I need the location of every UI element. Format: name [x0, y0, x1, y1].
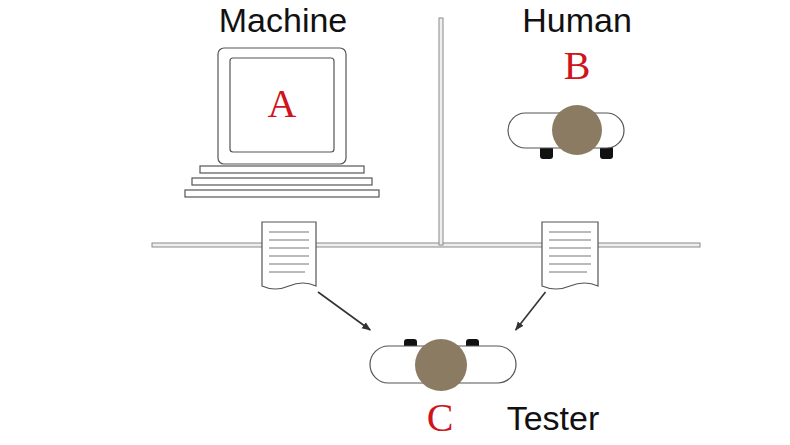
wall	[152, 243, 700, 247]
part-name: Tester	[507, 400, 600, 437]
person-figure	[370, 339, 516, 391]
keyboard	[200, 166, 364, 173]
arrow-connector	[318, 292, 370, 330]
callout-letter: C	[427, 396, 454, 440]
keyboard	[185, 190, 379, 197]
machine-node: MachineA	[185, 0, 385, 292]
callout-letter: A	[268, 82, 297, 126]
wall	[439, 18, 443, 245]
callout-letter: B	[564, 44, 591, 88]
monitor-screen	[230, 58, 334, 152]
human-node: HumanB	[505, 0, 640, 292]
part-name: Machine	[219, 2, 348, 39]
paper-slip	[262, 222, 316, 289]
part-name: Human	[522, 2, 632, 39]
person-figure	[508, 105, 624, 159]
paper-slip	[542, 222, 598, 289]
arrow-connector	[516, 292, 546, 330]
monitor	[218, 48, 346, 164]
keyboard	[192, 178, 372, 185]
tester-node: C Tester	[365, 330, 627, 442]
